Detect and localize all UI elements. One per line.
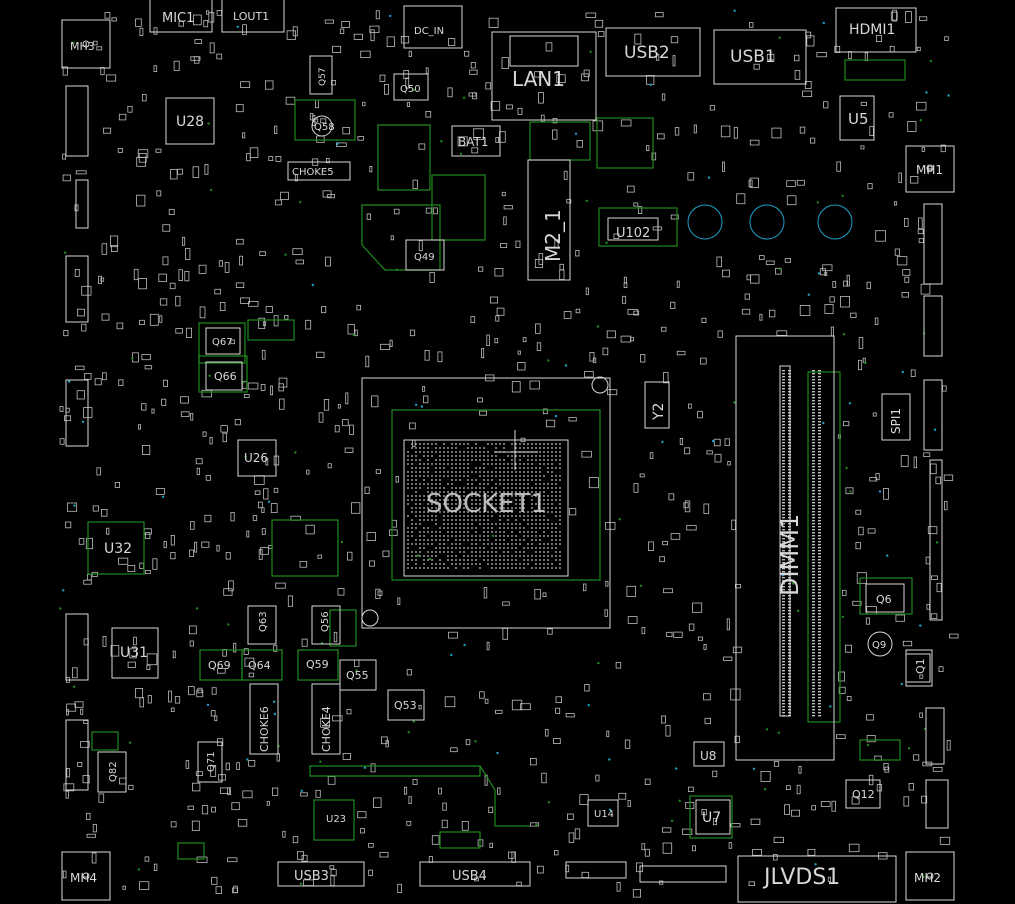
label-mh2: MH2 [914, 871, 941, 885]
label-u7: U7 [702, 810, 721, 826]
label-q6: Q6 [876, 593, 892, 606]
label-u14: U14 [594, 809, 614, 820]
label-choke6: CHOKE6 [258, 706, 271, 752]
label-dimm1: DIMM1 [776, 514, 804, 596]
copper-outlines [87, 59, 913, 860]
label-socket1: SOCKET1 [426, 489, 547, 519]
label-mh3: MH3 [70, 40, 95, 53]
label-q55: Q55 [346, 669, 369, 682]
label-q59: Q59 [306, 658, 329, 671]
label-q58: Q58 [314, 122, 335, 133]
label-q56: Q56 [320, 611, 331, 632]
label-u26: U26 [244, 451, 268, 465]
label-hdmi1: HDMI1 [849, 22, 895, 38]
label-u102: U102 [616, 226, 650, 241]
label-jlvds1: JLVDS1 [762, 865, 840, 890]
label-y2: Y2 [651, 403, 667, 421]
label-q82: Q82 [108, 761, 119, 782]
label-mh4: MH4 [70, 871, 97, 885]
label-choke5: CHOKE5 [292, 167, 334, 178]
pad-field [59, 9, 959, 898]
silkscreen-outlines [61, 0, 955, 903]
label-mh1: MH1 [916, 163, 943, 177]
label-q71: Q71 [206, 751, 217, 772]
label-q1: Q1 [914, 658, 927, 674]
label-usb3: USB3 [294, 869, 329, 884]
label-spi1: SPI1 [889, 408, 903, 434]
label-q57: Q57 [318, 67, 328, 86]
label-u8: U8 [700, 749, 716, 763]
label-u23: U23 [326, 814, 346, 825]
label-u31: U31 [120, 645, 148, 661]
label-q53: Q53 [394, 699, 417, 712]
label-usb1: USB1 [730, 47, 776, 67]
label-q12: Q12 [852, 788, 875, 801]
label-q50: Q50 [400, 84, 421, 95]
label-q66: Q66 [214, 370, 237, 383]
label-q69: Q69 [208, 659, 231, 672]
label-q9: Q9 [872, 640, 886, 651]
label-choke4: CHOKE4 [320, 706, 333, 752]
label-m2-1: M2_1 [541, 209, 565, 262]
label-bat1: BAT1 [458, 135, 488, 149]
label-q63: Q63 [258, 611, 269, 632]
label-mic1: MIC1 [162, 11, 194, 26]
label-dc-in: DC_IN [414, 26, 444, 37]
label-q67: Q67 [212, 337, 233, 348]
label-u5: U5 [848, 110, 869, 128]
label-q49: Q49 [414, 252, 435, 263]
label-q64: Q64 [248, 659, 271, 672]
label-u28: U28 [176, 114, 204, 130]
label-lout1: LOUT1 [233, 10, 269, 23]
label-lan1: LAN1 [512, 67, 565, 91]
label-usb2: USB2 [624, 43, 670, 63]
label-usb4: USB4 [452, 869, 487, 884]
label-u32: U32 [104, 541, 132, 557]
component-labels: MIC1 LOUT1 MH3 DC_IN LAN1 USB2 USB1 HDMI… [70, 10, 943, 890]
